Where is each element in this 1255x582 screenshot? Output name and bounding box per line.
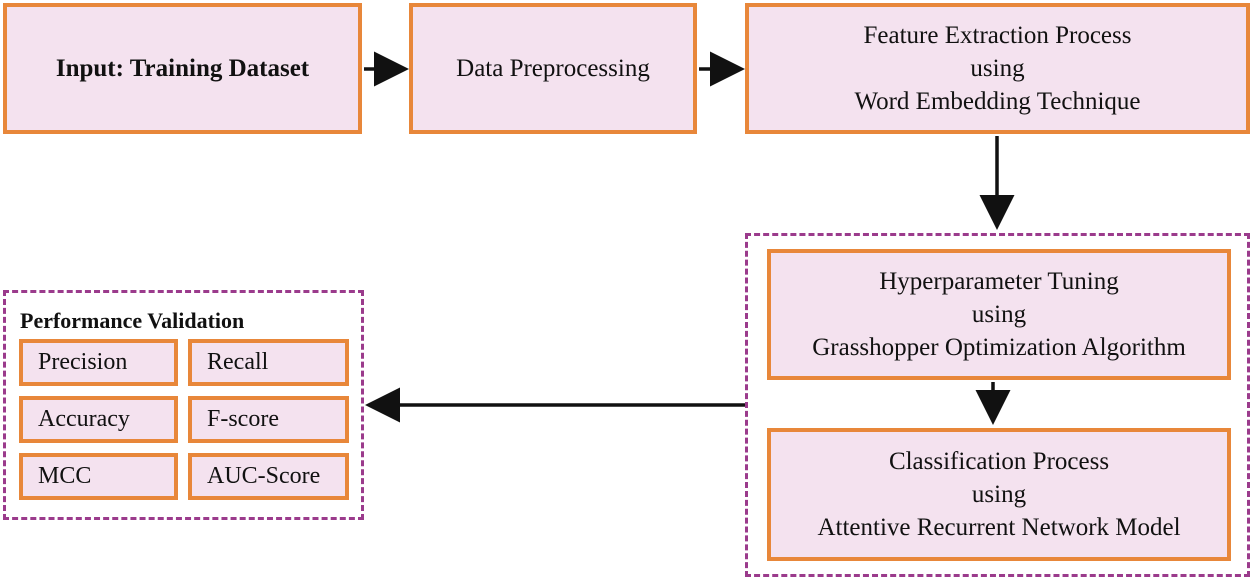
metric-mcc: MCC bbox=[19, 453, 178, 500]
classification-process-line2: using bbox=[971, 481, 1027, 508]
hyperparameter-tuning-line3: Grasshopper Optimization Algorithm bbox=[812, 334, 1186, 361]
classification-process-box: Classification Process using Attentive R… bbox=[767, 428, 1231, 561]
metric-f-score: F-score bbox=[188, 396, 349, 443]
feature-extraction-line1: Feature Extraction Process bbox=[863, 22, 1132, 49]
input-training-dataset-box: Input: Training Dataset bbox=[3, 3, 362, 134]
data-preprocessing-label: Data Preprocessing bbox=[456, 55, 650, 82]
performance-validation-title: Performance Validation bbox=[20, 308, 245, 333]
feature-extraction-box: Feature Extraction Process using Word Em… bbox=[745, 3, 1250, 134]
hyperparameter-tuning-line1: Hyperparameter Tuning bbox=[879, 268, 1119, 295]
input-training-dataset-label: Input: Training Dataset bbox=[55, 55, 310, 82]
data-preprocessing-box: Data Preprocessing bbox=[409, 3, 697, 134]
metric-auc-score: AUC-Score bbox=[188, 453, 349, 500]
classification-process-line1: Classification Process bbox=[888, 448, 1110, 475]
feature-extraction-line3: Word Embedding Technique bbox=[854, 88, 1141, 115]
metric-precision: Precision bbox=[19, 339, 178, 386]
metric-accuracy: Accuracy bbox=[19, 396, 178, 443]
classification-process-line3: Attentive Recurrent Network Model bbox=[817, 514, 1181, 541]
hyperparameter-tuning-line2: using bbox=[971, 301, 1027, 328]
feature-extraction-line2: using bbox=[970, 55, 1025, 82]
hyperparameter-tuning-box: Hyperparameter Tuning using Grasshopper … bbox=[767, 249, 1231, 380]
metric-recall: Recall bbox=[188, 339, 349, 386]
